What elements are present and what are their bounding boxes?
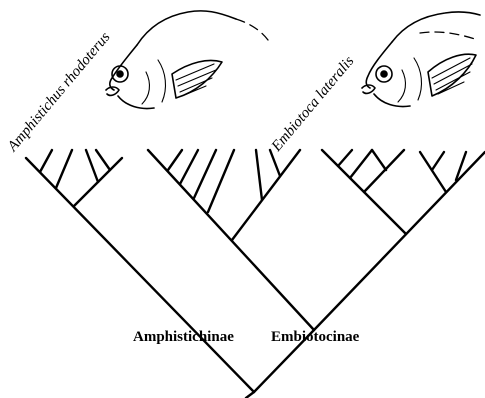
branch-emb-g2-tip-c [372,150,386,170]
cladogram [26,150,485,398]
fish1-eye-pupil [117,71,123,77]
fish2-gill-arc [414,58,421,100]
branch-emb-g2-tip-b [350,150,372,178]
branch-emb-group3 [420,152,446,192]
branch-emb-g1-tip-c [194,150,216,198]
fish2-dorsal-dashes [420,32,478,40]
branch-emb-g1-tip-e [256,150,262,200]
fish2-opercle [398,70,405,102]
clade-label-embiotocinae: Embiotocinae [271,329,360,345]
fish1-dorsal-outline [137,11,236,45]
fish1-opercle [142,72,149,104]
fish2-eye-pupil [381,71,387,77]
fish2-fin-rays [432,58,472,94]
fish1-pectoral-fin [172,61,222,99]
species-label-amphistichus: Amphistichus rhodoterus [4,29,114,155]
species-label-embiotoca: Embiotoca lateralis [268,53,357,155]
clade-label-amphistichinae: Amphistichinae [133,329,234,345]
fish1-chin [118,96,154,109]
branch-amph-tip-a [40,150,52,172]
branch-emb-right [314,152,485,330]
branch-amph-tip-c [86,150,98,182]
branch-emb-g2-tip-a [338,150,352,166]
branch-emb-group1 [232,150,300,240]
branch-emb-g1-tip-f [270,150,280,176]
branch-emb-g1-tip-a [168,150,182,170]
branch-emb-g2-sub [364,150,404,192]
branch-amph-root-left [26,158,254,392]
amphistichus-fish-drawing [106,11,268,109]
fish1-gill-arc [158,60,165,102]
branch-emb-g1-tip-b [180,150,198,184]
branch-emb-g3-tip-a [432,152,444,170]
fish2-chin [374,94,410,107]
fish2-dorsal-outline [392,12,480,42]
branch-root-stem [246,392,254,398]
branch-amph-tip-d [96,150,110,170]
fish1-dorsal-dashes [236,19,268,40]
branch-amph-tip-b [56,150,72,188]
embiotoca-fish-drawing [362,12,480,107]
